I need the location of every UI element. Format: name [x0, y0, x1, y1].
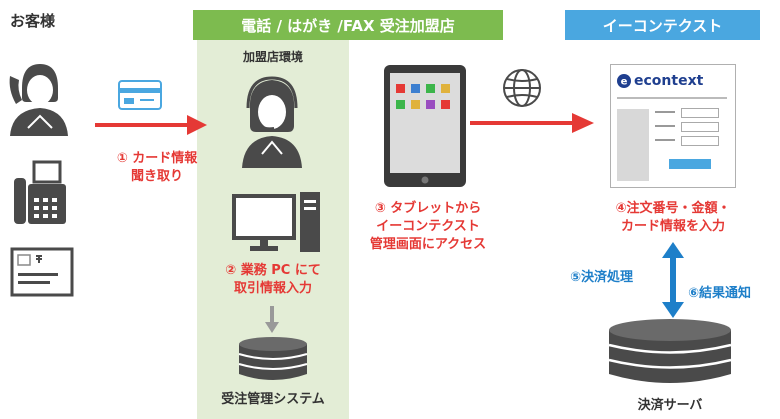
form-input: [681, 108, 719, 118]
customer-title: お客様: [10, 12, 56, 30]
step5-label: ⑤決済処理: [570, 270, 634, 285]
econtext-logo-text: econtext: [634, 73, 704, 89]
step3-line1: ③ タブレットから: [374, 201, 482, 216]
step1-label: ① カード情報 聞き取り: [82, 150, 232, 186]
form-submit-button: [669, 159, 711, 169]
order-system-label: 受注管理システム: [221, 392, 325, 407]
econtext-logo-icon: e: [617, 74, 631, 88]
econtext-header: イーコンテクスト: [565, 10, 760, 40]
customer-phone-icon: [9, 64, 68, 136]
arrow-tablet-to-econtext: [470, 113, 594, 133]
step4-line2: カード情報を入力: [620, 219, 725, 234]
step3-label: ③ タブレットから イーコンテクスト 管理画面にアクセス: [353, 200, 503, 254]
store-environment-label: 加盟店環境: [242, 50, 303, 64]
econtext-logo: e econtext: [617, 73, 703, 89]
form-input: [681, 122, 719, 132]
econtext-web-form: e econtext: [610, 64, 736, 188]
form-divider: [617, 97, 727, 99]
tablet-icon: [384, 65, 466, 187]
store-database-icon: [238, 337, 308, 380]
arrow-customer-to-store: [95, 115, 207, 135]
credit-card-icon: [118, 80, 162, 110]
step6-label: ⑥結果通知: [688, 286, 752, 301]
step1-line1: ① カード情報: [116, 151, 198, 166]
form-sidebar: [617, 109, 649, 181]
form-input: [681, 136, 719, 146]
store-header: 電話 / はがき /FAX 受注加盟店: [193, 10, 503, 40]
step4-line1: ④注文番号・金額・: [615, 201, 731, 216]
globe-icon: [503, 69, 541, 107]
desktop-pc-icon: [232, 192, 320, 252]
postcard-icon: [10, 247, 74, 297]
operator-headset-icon: [242, 76, 302, 168]
step3-line3: 管理画面にアクセス: [369, 237, 487, 252]
svg-text:e: e: [621, 77, 628, 88]
step4-label: ④注文番号・金額・ カード情報を入力: [588, 200, 758, 236]
settlement-server-icon: [608, 319, 732, 383]
settlement-bidirectional-arrow: [662, 242, 684, 318]
fax-icon: [14, 160, 66, 224]
step3-line2: イーコンテクスト: [376, 219, 480, 234]
step2-label: ② 業務 PC にて 取引情報入力: [197, 262, 349, 298]
down-arrow-icon: [265, 306, 279, 333]
settlement-server-label: 決済サーバ: [637, 398, 703, 413]
step1-line2: 聞き取り: [130, 169, 183, 184]
step2-line2: 取引情報入力: [233, 281, 312, 296]
step2-line1: ② 業務 PC にて: [225, 263, 321, 278]
